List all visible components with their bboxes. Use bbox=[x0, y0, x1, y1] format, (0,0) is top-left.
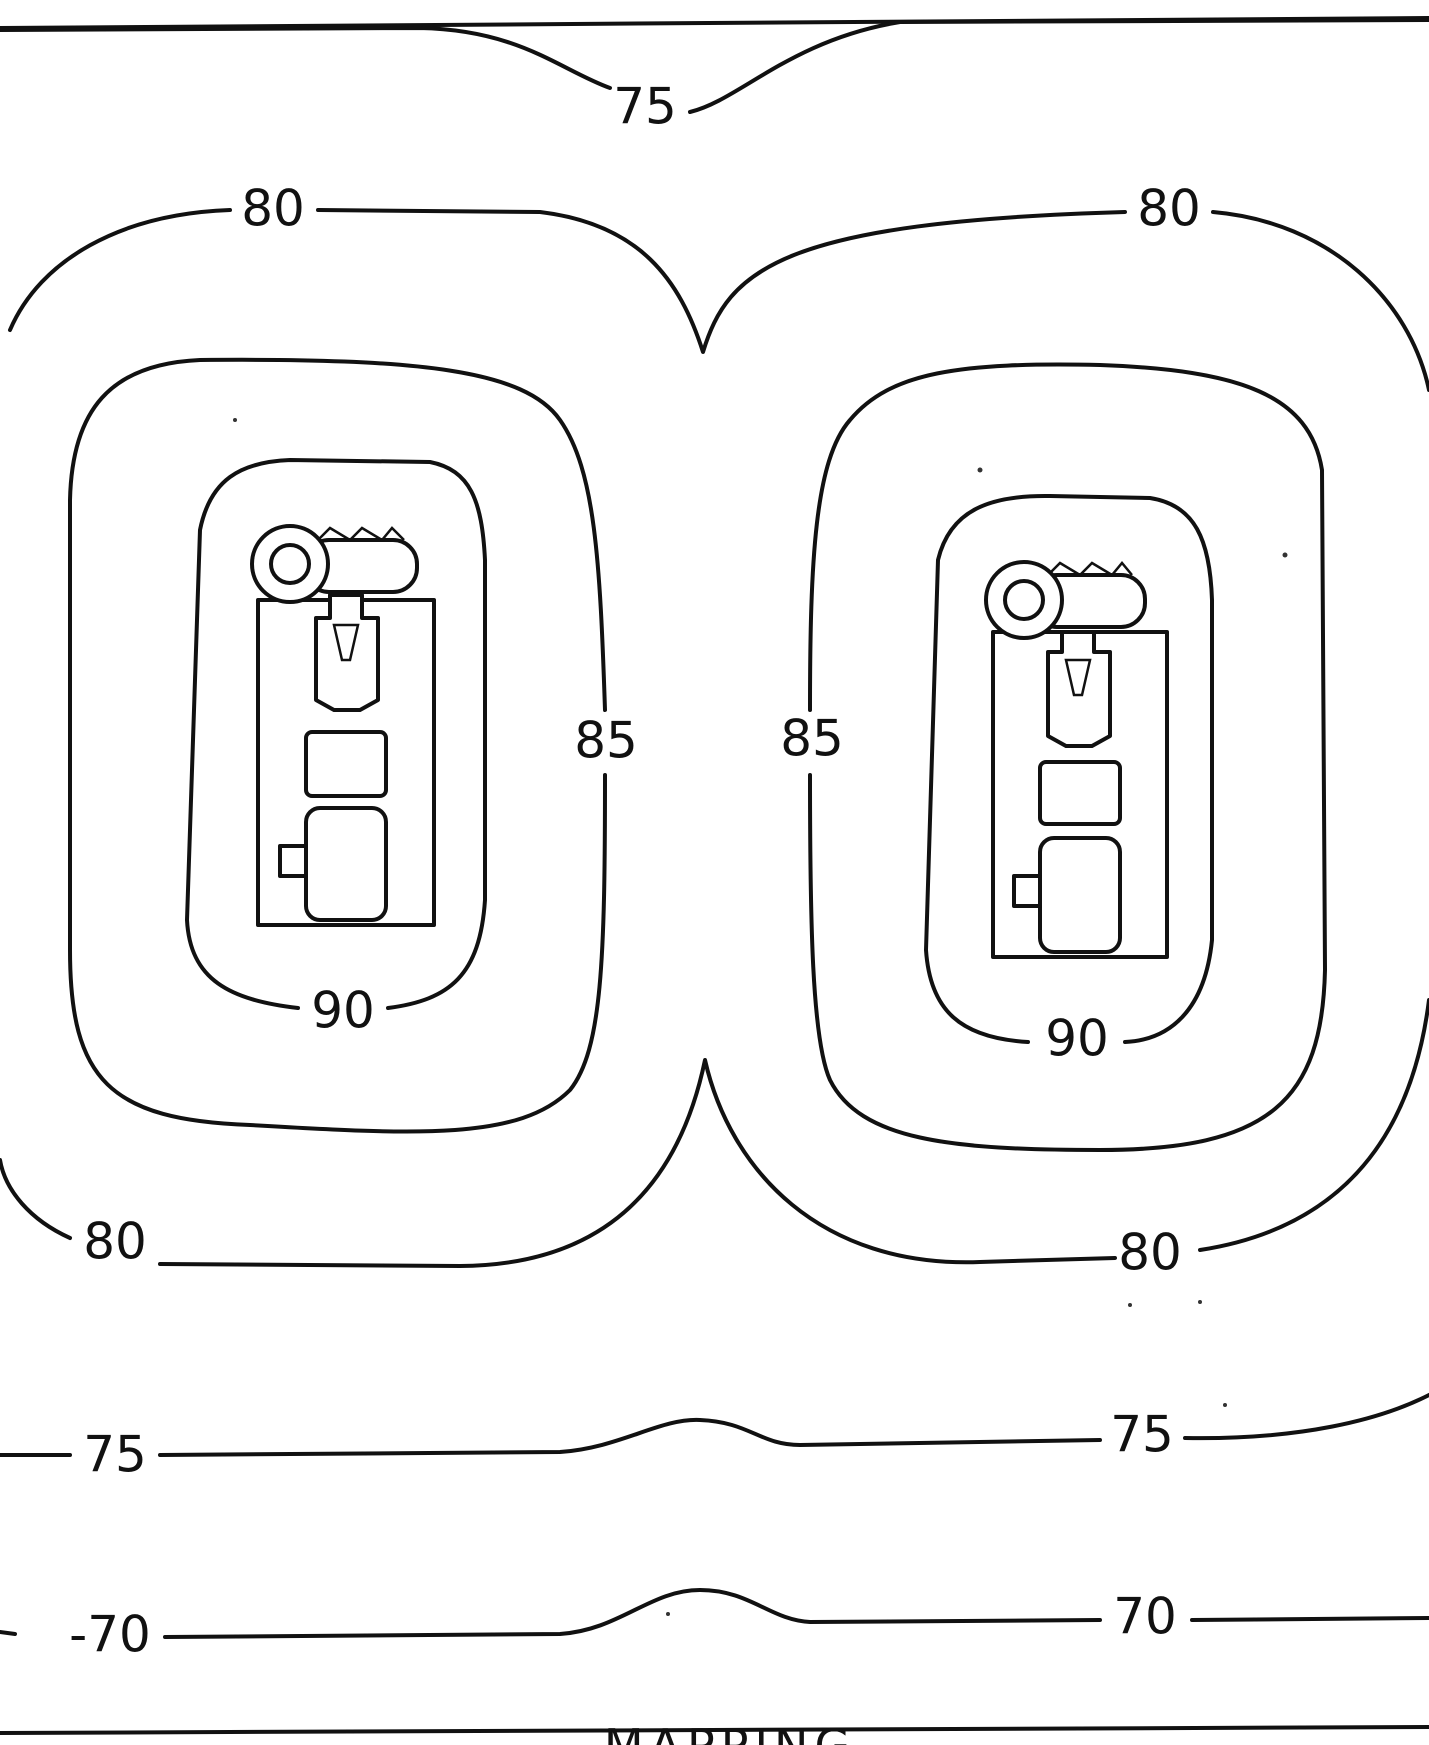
scan-speck bbox=[1223, 1403, 1227, 1407]
scan-speck bbox=[1198, 1300, 1202, 1304]
contour-75-lower bbox=[0, 1393, 1429, 1457]
contour-label-85-left: 85 bbox=[574, 712, 638, 770]
contour-label-90-right: 90 bbox=[1045, 1010, 1109, 1068]
motor-terminal-box bbox=[1012, 874, 1042, 908]
coupling bbox=[304, 730, 388, 798]
pump-inlet bbox=[269, 543, 311, 585]
gearbox-detail bbox=[1064, 658, 1092, 697]
contour-85-left bbox=[68, 357, 607, 1134]
contour-label-80-upper-right: 80 bbox=[1137, 180, 1201, 238]
contour-label-90-left: 90 bbox=[311, 982, 375, 1040]
contour-label-80-lower-right: 80 bbox=[1118, 1224, 1182, 1282]
coupling bbox=[1038, 760, 1122, 826]
motor-terminal-box bbox=[278, 844, 308, 878]
contour-75-top bbox=[0, 18, 1429, 114]
scan-speck bbox=[666, 1612, 670, 1616]
contour-80-ring bbox=[0, 208, 1429, 1268]
pump-flange bbox=[317, 526, 405, 542]
contour-label-80-lower-left: 80 bbox=[83, 1213, 147, 1271]
pump-flange bbox=[1047, 561, 1133, 577]
right-pump-motor-unit bbox=[984, 560, 1169, 959]
figure-caption: MAPPING bbox=[604, 1719, 856, 1745]
scan-speck bbox=[1282, 552, 1288, 558]
scan-speck bbox=[977, 467, 983, 473]
contour-label-75-top: 75 bbox=[613, 78, 677, 136]
left-pump-motor-unit bbox=[250, 524, 436, 927]
contour-70-bottom bbox=[0, 1588, 1429, 1639]
contour-85-right bbox=[808, 362, 1327, 1152]
contour-label-85-right: 85 bbox=[780, 710, 844, 768]
gearbox-detail bbox=[332, 623, 360, 662]
contour-label-70-bottom-right: 70 bbox=[1113, 1588, 1177, 1646]
contour-label-80-upper-left: 80 bbox=[241, 180, 305, 238]
bottom-border bbox=[0, 1725, 1429, 1735]
contour-90-left bbox=[185, 458, 487, 1010]
motor-body bbox=[1038, 836, 1122, 954]
motor-body bbox=[304, 806, 388, 922]
contour-label-75-lower-left: 75 bbox=[83, 1426, 147, 1484]
contour-90-right bbox=[924, 493, 1214, 1044]
scan-speck bbox=[233, 418, 237, 422]
pump-inlet bbox=[1003, 579, 1045, 621]
gearbox bbox=[1046, 630, 1112, 748]
contour-label-70-bottom-left: -70 bbox=[69, 1606, 151, 1664]
contour-label-75-lower-right: 75 bbox=[1110, 1406, 1174, 1464]
scan-speck bbox=[1128, 1303, 1132, 1307]
gearbox bbox=[314, 593, 380, 712]
